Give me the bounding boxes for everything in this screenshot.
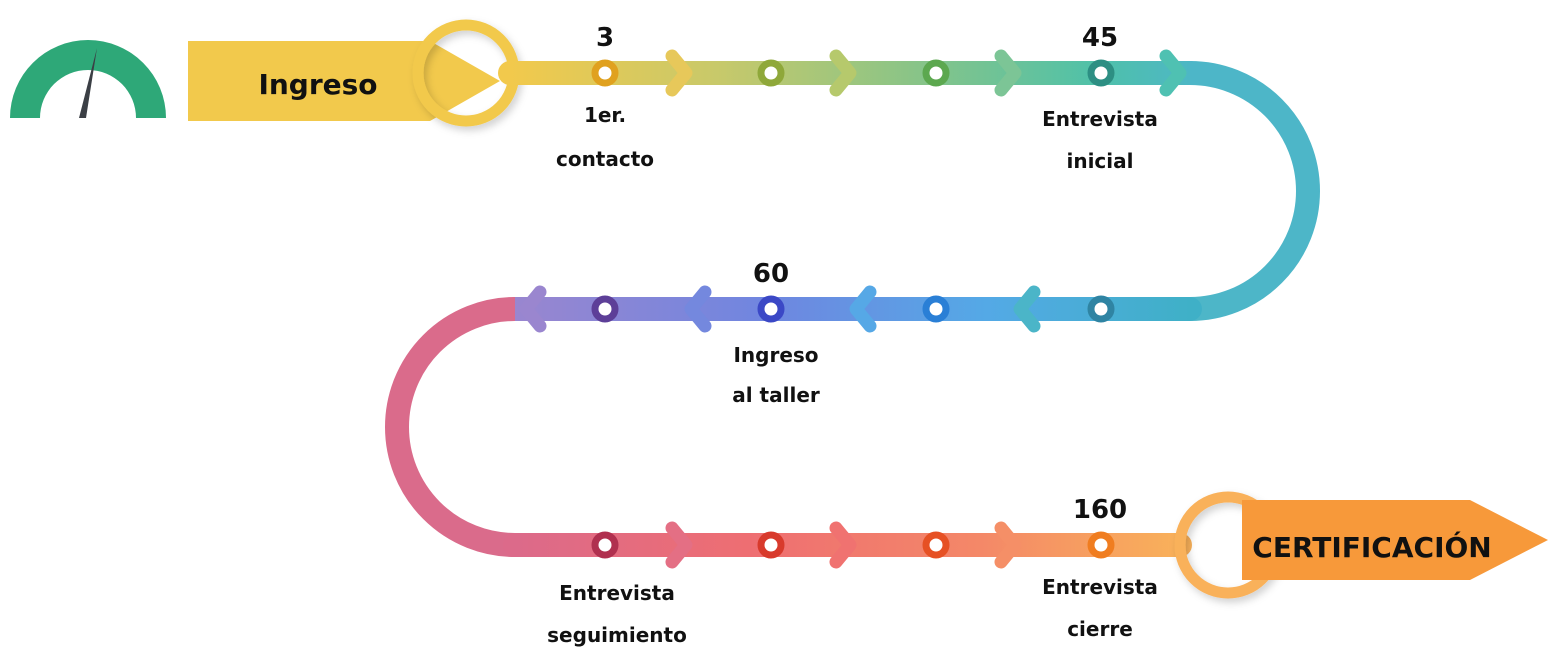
milestone-label-line: 1er. (584, 103, 626, 127)
chevron-arrow-icon (994, 521, 1022, 569)
chevron-arrow-icon (849, 285, 877, 333)
milestone-number: 160 (1073, 495, 1127, 525)
timeline-dot (591, 295, 619, 323)
chevron-arrow-icon (665, 49, 693, 97)
milestone-1: 3 1er. contacto (556, 23, 654, 171)
gauge-icon (10, 40, 166, 118)
milestone-number: 3 (596, 23, 614, 53)
timeline-dot (1087, 295, 1115, 323)
milestone-number: 45 (1082, 23, 1118, 53)
timeline-dot (591, 59, 619, 87)
chevron-arrow-icon (829, 521, 857, 569)
chevron-arrow-icon (829, 49, 857, 97)
timeline-dot (591, 531, 619, 559)
milestone-label-line: Entrevista (1042, 575, 1158, 599)
milestone-label-line: Entrevista (559, 581, 675, 605)
milestone-4: Entrevista seguimiento (547, 581, 687, 647)
timeline-dot (922, 295, 950, 323)
milestone-label-line: contacto (556, 147, 654, 171)
timeline-dot (757, 295, 785, 323)
chevron-arrow-icon (665, 521, 693, 569)
milestone-label-line: Entrevista (1042, 107, 1158, 131)
timeline-dot (922, 59, 950, 87)
milestone-2: 45 Entrevista inicial (1042, 23, 1158, 173)
chevron-arrow-icon (684, 285, 712, 333)
timeline-dots (591, 59, 1115, 559)
milestone-label-line: al taller (732, 383, 820, 407)
milestone-number: 60 (753, 259, 789, 289)
timeline-dot (757, 531, 785, 559)
milestone-label-line: cierre (1067, 617, 1133, 641)
milestone-label-line: seguimiento (547, 623, 687, 647)
chevron-arrow-icon (1013, 285, 1041, 333)
chevron-arrow-icon (1159, 49, 1187, 97)
direction-arrows (519, 49, 1187, 569)
timeline-dot (922, 531, 950, 559)
milestone-5: 160 Entrevista cierre (1042, 495, 1158, 641)
milestone-3: 60 Ingreso al taller (732, 259, 820, 407)
timeline-dot (1087, 531, 1115, 559)
end-banner (1242, 500, 1548, 580)
timeline-dot (757, 59, 785, 87)
end-label: CERTIFICACIÓN (1252, 530, 1491, 564)
milestone-label-line: Ingreso (733, 343, 818, 367)
timeline-dot (1087, 59, 1115, 87)
milestone-label-line: inicial (1066, 149, 1133, 173)
chevron-arrow-icon (994, 49, 1022, 97)
chevron-arrow-icon (519, 285, 547, 333)
start-label: Ingreso (258, 68, 377, 101)
